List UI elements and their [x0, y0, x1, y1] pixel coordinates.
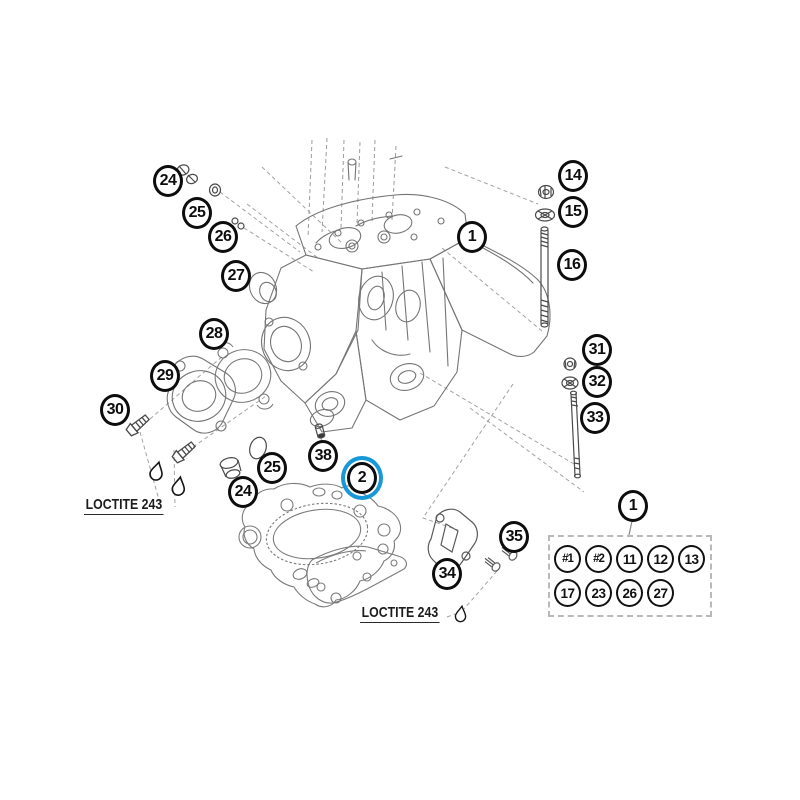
callout-34[interactable]: 34 — [432, 558, 462, 590]
legend-pointer-callout[interactable]: 1 — [618, 490, 648, 522]
stud-16-group-drawing — [534, 184, 556, 328]
small-parts-bottom — [219, 423, 326, 479]
legend-item-17[interactable]: 17 — [554, 579, 581, 607]
stud-axis-lines — [307, 137, 397, 239]
intake-flange-drawing — [166, 355, 236, 434]
callout-28[interactable]: 28 — [199, 318, 229, 350]
callout-33[interactable]: 33 — [580, 402, 610, 434]
callout-15[interactable]: 15 — [558, 196, 588, 228]
callout-26[interactable]: 26 — [208, 221, 238, 253]
flange-gasket-drawing — [214, 341, 274, 410]
loctite-annotation-left: LOCTITE 243 — [84, 496, 164, 515]
legend-pointer-line — [628, 520, 633, 536]
legend-item-23[interactable]: 23 — [585, 579, 612, 607]
callout-24[interactable]: 24 — [228, 476, 258, 508]
callout-38[interactable]: 38 — [308, 440, 338, 472]
legend-item-12[interactable]: 12 — [647, 545, 674, 573]
callout-1[interactable]: 1 — [457, 221, 487, 253]
callout-32[interactable]: 32 — [582, 366, 612, 398]
small-parts-top-left — [176, 164, 245, 230]
callout-27[interactable]: 27 — [221, 260, 251, 292]
legend-item-11[interactable]: 11 — [616, 545, 643, 573]
callout-29[interactable]: 29 — [150, 360, 180, 392]
loctite-annotation-bottom: LOCTITE 243 — [360, 604, 440, 623]
legend-item-no1[interactable]: #1 — [554, 545, 581, 573]
callout-35[interactable]: 35 — [499, 521, 529, 553]
callout-2-highlighted[interactable]: 2 — [341, 456, 383, 500]
legend-item-27[interactable]: 27 — [647, 579, 674, 607]
cylinder-head-drawing — [248, 155, 551, 433]
bolt-30-drawing — [125, 414, 197, 464]
screw-35-drawing — [484, 557, 501, 572]
loctite-drop-icon — [454, 604, 467, 623]
callout-25[interactable]: 25 — [257, 452, 287, 484]
plug-27-drawing — [248, 271, 278, 305]
head-gasket-drawing — [238, 482, 407, 608]
loctite-drop-icon — [149, 460, 163, 481]
loctite-drop-icon — [171, 475, 186, 496]
callout-30[interactable]: 30 — [100, 394, 130, 426]
callout-14[interactable]: 14 — [558, 160, 588, 192]
callout-31[interactable]: 31 — [582, 334, 612, 366]
legend-item-13[interactable]: 13 — [678, 545, 705, 573]
stud-33-group-drawing — [561, 357, 582, 479]
callout-24[interactable]: 24 — [153, 165, 183, 197]
legend-item-26[interactable]: 26 — [616, 579, 643, 607]
callout-25[interactable]: 25 — [182, 197, 212, 229]
callout-16[interactable]: 16 — [557, 249, 587, 281]
legend-item-no2[interactable]: #2 — [585, 545, 612, 573]
